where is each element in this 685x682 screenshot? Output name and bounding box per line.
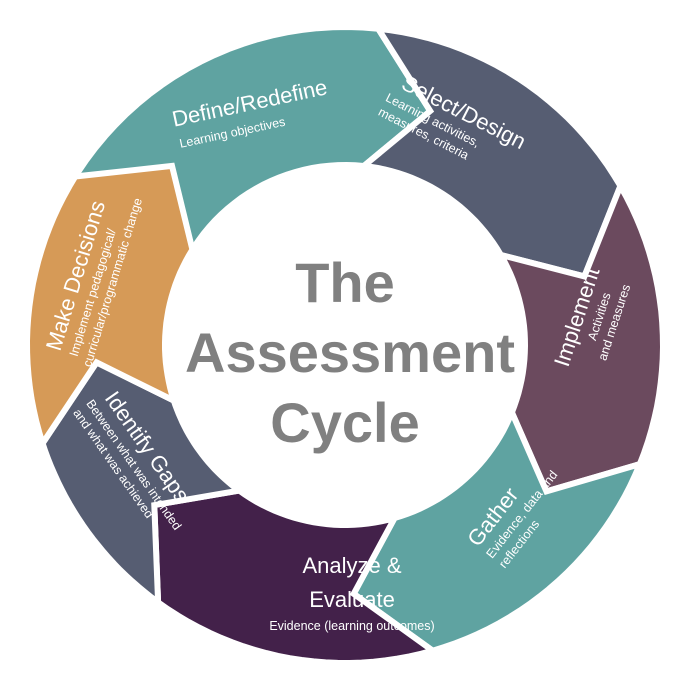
center-title-line2: Assessment bbox=[185, 321, 515, 384]
center-title-line3: Cycle bbox=[270, 391, 419, 454]
stage-subtitle: Evidence (learning outcomes) bbox=[269, 619, 434, 633]
stage-title-line2: Evaluate bbox=[309, 587, 395, 612]
stage-title-line1: Analyze & bbox=[302, 553, 401, 578]
segment-make-decisions bbox=[23, 162, 196, 451]
center-title-line1: The bbox=[295, 251, 395, 314]
cycle-segments bbox=[23, 23, 667, 667]
segment-select-design bbox=[356, 24, 624, 280]
stage-analyze-evaluate: Analyze & Evaluate Evidence (learning ou… bbox=[269, 553, 434, 633]
